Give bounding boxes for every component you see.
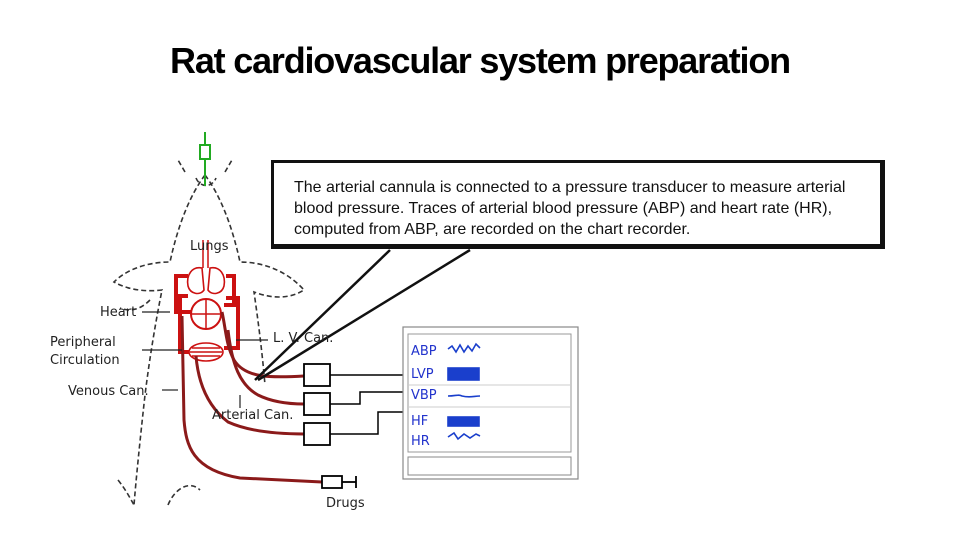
recorder-waveforms: [447, 342, 481, 441]
trachea-cannula: [199, 132, 211, 186]
lungs-label: Lungs: [190, 239, 229, 254]
peripheral-label-line2: Circulation: [50, 353, 120, 368]
pressure-transducers: [303, 363, 331, 446]
trace-label-hr: HR: [411, 434, 430, 449]
heart-label: Heart: [100, 305, 136, 320]
rat-body-outline: [112, 159, 306, 506]
slide-title: Rat cardiovascular system preparation: [170, 40, 791, 81]
lungs-icon: [186, 266, 226, 295]
peripheral-label-line1: Peripheral: [50, 335, 116, 350]
callout-box: The arterial cannula is connected to a p…: [271, 160, 885, 249]
chart-recorder: [402, 326, 579, 480]
heart-icon: [190, 298, 222, 330]
transducer-wires: [330, 374, 404, 435]
trace-label-lvp: LVP: [411, 367, 434, 382]
trace-label-abp: ABP: [411, 344, 437, 359]
leader-lines: [142, 311, 268, 408]
drugs-syringe-icon: [321, 475, 357, 489]
cannula-lines: [180, 311, 323, 484]
airway: [202, 240, 209, 268]
venous-cannula-label: Venous Can.: [68, 384, 149, 399]
trace-label-vbp: VBP: [411, 388, 437, 403]
peripheral-circulation-icon: [188, 342, 224, 362]
drugs-label: Drugs: [326, 496, 365, 511]
trace-label-hf: HF: [411, 414, 428, 429]
arterial-cannula-label: Arterial Can.: [212, 408, 293, 423]
lv-cannula-label: L. V. Can.: [273, 331, 333, 346]
callout-pointer: [254, 248, 471, 382]
callout-text: The arterial cannula is connected to a p…: [294, 179, 846, 238]
